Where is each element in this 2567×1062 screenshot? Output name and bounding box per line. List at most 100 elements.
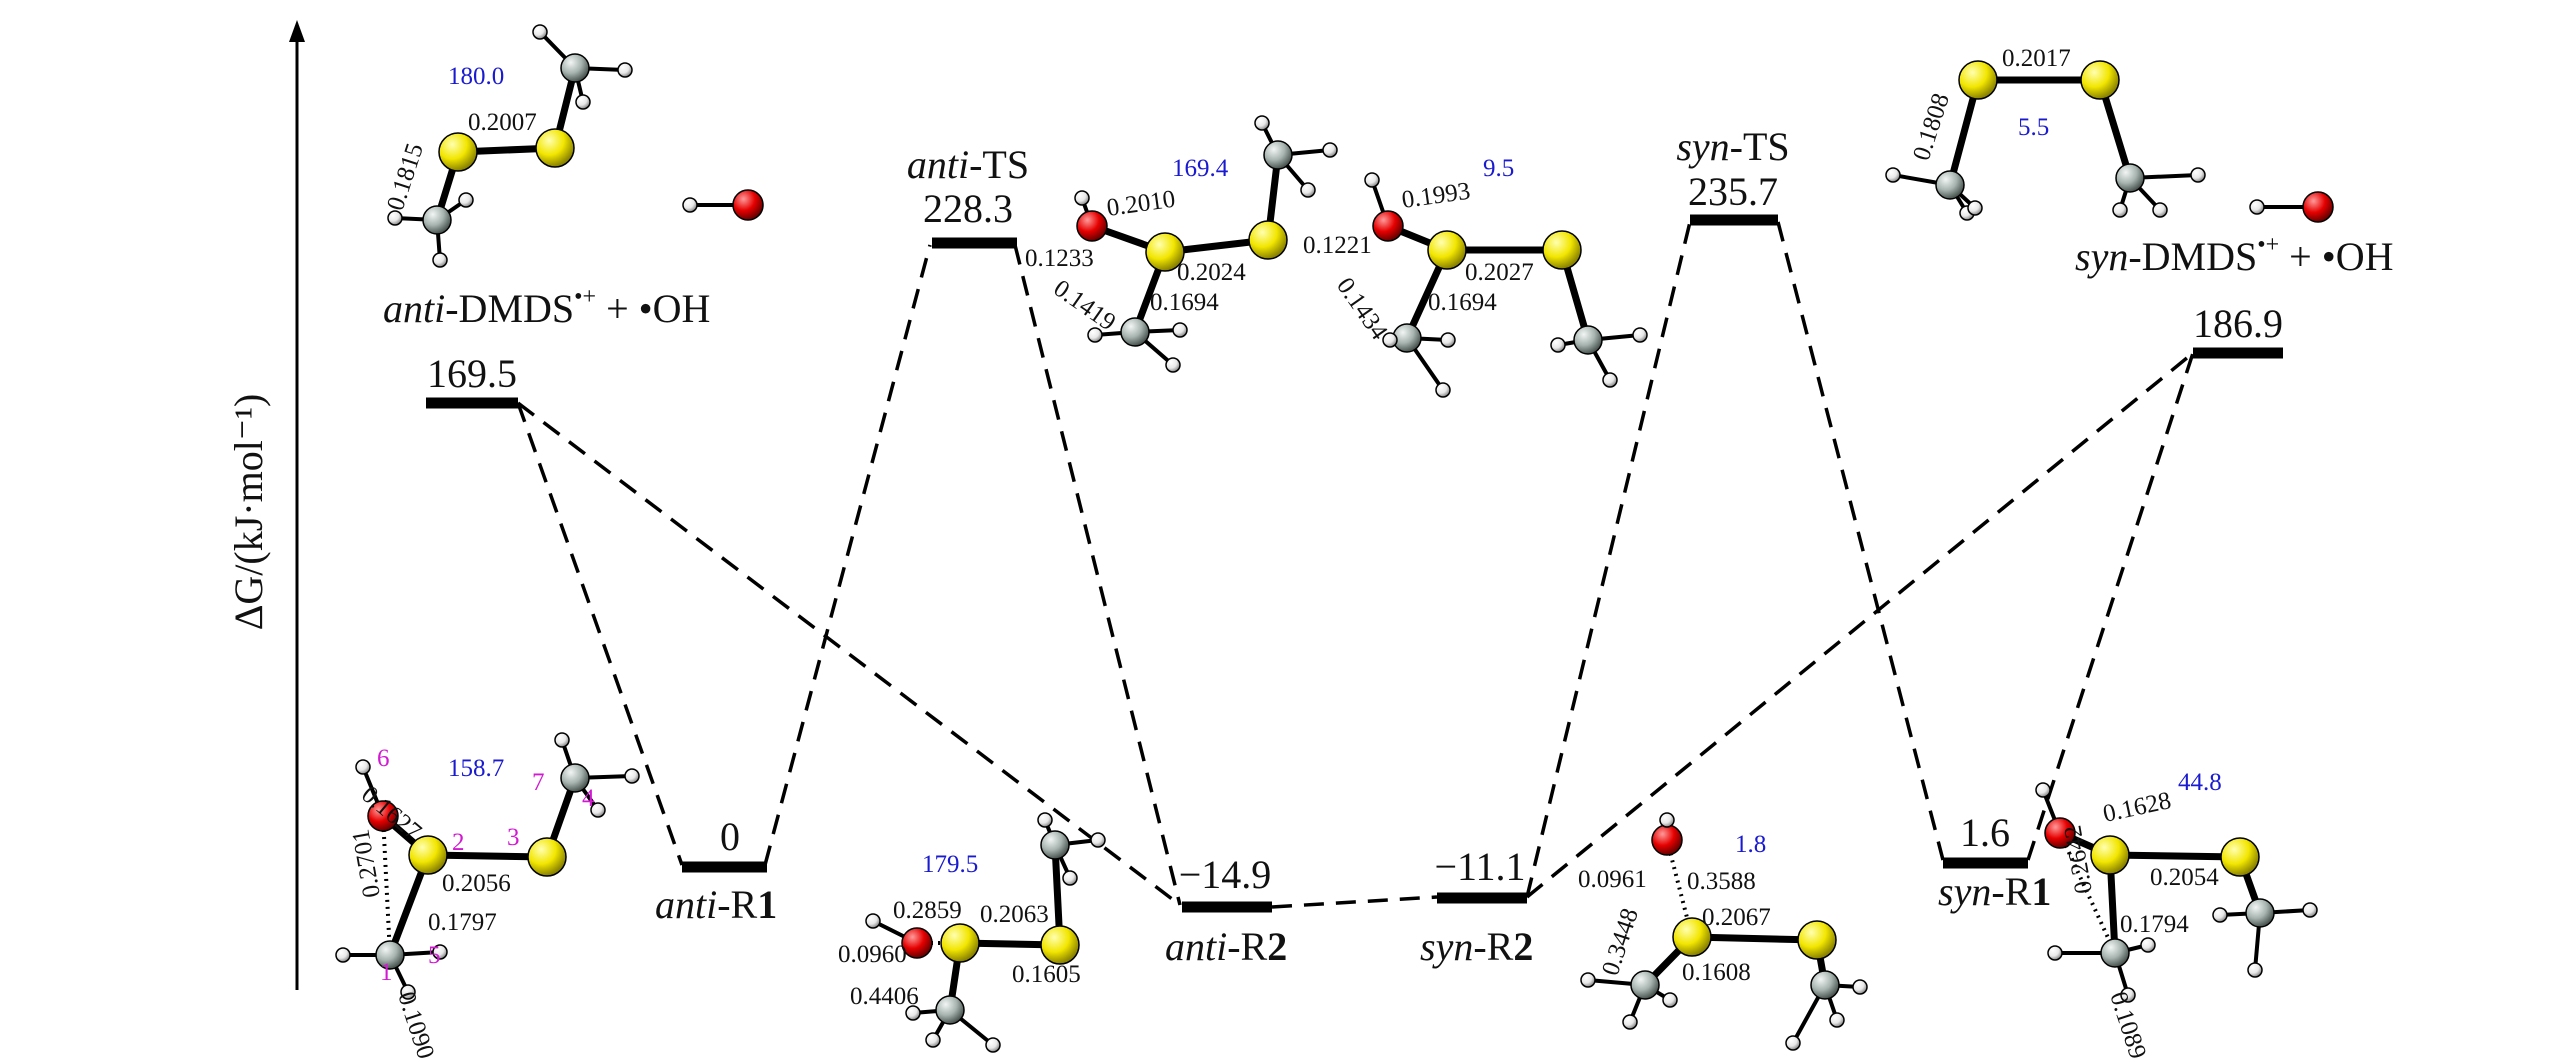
anti-r2-molecule-hydrogen-atom-5 <box>865 913 881 929</box>
anti-ts-sc-bond: 0.1694 <box>1150 289 1219 316</box>
anti-r2-molecule-hydrogen-atom-6 <box>905 1005 921 1021</box>
connector-lines <box>516 221 2195 909</box>
anti-ts-hc-bond: 0.1419 <box>1049 275 1121 337</box>
anti-r1-ch-bond: 0.1090 <box>392 989 439 1062</box>
anti-ts-dihedral: 169.4 <box>1172 155 1229 182</box>
syn-r2-molecule <box>1580 812 1868 1051</box>
anti-r2-molecule-hydrogen-atom-11 <box>1062 870 1078 886</box>
anti-r2-molecule-carbon-atom-4 <box>1040 830 1070 860</box>
syn-r1-molecule-hydrogen-atom-9 <box>2247 962 2263 978</box>
label-syn-react: syn-DMDS•+ + •OH <box>2075 232 2394 279</box>
anti-r1-atom-2: 2 <box>452 829 465 856</box>
y-axis: ΔG/(kJ·mol⁻¹) <box>226 20 305 990</box>
anti-r2-molecule-hydrogen-atom-10 <box>1090 832 1106 848</box>
syn-r1-dihedral: 44.8 <box>2178 769 2222 796</box>
y-axis-label: ΔG/(kJ·mol⁻¹) <box>226 394 271 631</box>
anti-ts-molecule-carbon-atom-4 <box>1263 140 1293 170</box>
anti-react-molecule-sulfur-atom-0 <box>438 132 478 172</box>
anti-ts-molecule-hydrogen-atom-7 <box>1165 357 1181 373</box>
value-anti-r1: 0 <box>720 814 740 859</box>
syn-react-oh-radical <box>2249 191 2334 223</box>
connector-anti-react-to-anti-r1 <box>516 402 684 866</box>
anti-r2-molecule <box>865 812 1106 1053</box>
anti-r2-molecule-carbon-atom-3 <box>935 995 965 1025</box>
value-syn-r1: 1.6 <box>1960 810 2010 855</box>
anti-r2-hc-bond: 0.4406 <box>850 983 919 1010</box>
anti-r1-molecule-hydrogen-atom-6 <box>335 947 351 963</box>
syn-r1-ch-bond: 0.1089 <box>2104 989 2151 1062</box>
anti-react-molecule-hydrogen-atom-5 <box>432 252 448 268</box>
anti-r1-atom-3: 3 <box>507 824 520 851</box>
syn-r1-molecule-hydrogen-atom-5 <box>2035 782 2051 798</box>
energy-levels <box>426 214 2283 913</box>
syn-r2-molecule-hydrogen-atom-9 <box>1785 1035 1801 1051</box>
anti-r1-ss-bond: 0.2056 <box>442 870 511 897</box>
anti-react-sc-bond: 0.1815 <box>382 140 429 214</box>
anti-r1-molecule-oxygen-atom-0 <box>367 800 399 832</box>
syn-r1-molecule-hydrogen-atom-8 <box>2140 937 2156 953</box>
anti-r1-molecule-hydrogen-atom-8 <box>432 944 448 960</box>
anti-r1-atom-4: 4 <box>582 785 595 812</box>
anti-react-oh-radical <box>682 189 764 221</box>
anti-react-molecule-carbon-atom-3 <box>560 53 590 83</box>
value-anti-ts: 228.3 <box>923 186 1013 231</box>
anti-r1-molecule <box>335 732 640 1000</box>
syn-ts-os-bond: 0.1993 <box>1400 178 1472 214</box>
syn-react-molecule-hydrogen-atom-7 <box>2112 202 2128 218</box>
syn-r1-molecule-hydrogen-atom-10 <box>2302 902 2318 918</box>
anti-r1-molecule-hydrogen-atom-5 <box>355 759 371 775</box>
syn-ts-molecule-hydrogen-atom-5 <box>1364 172 1380 188</box>
syn-ts-sc-bond: 0.1694 <box>1428 289 1497 316</box>
syn-r1-molecule-carbon-atom-3 <box>2100 938 2130 968</box>
syn-ts-molecule-hydrogen-atom-11 <box>1602 372 1618 388</box>
anti-ts-molecule-oxygen-atom-0 <box>1076 210 1108 242</box>
syn-r2-molecule-bond-0 <box>1688 933 1821 944</box>
anti-r2-oh-bond: 0.0960 <box>838 941 907 968</box>
syn-ts-molecule-hydrogen-atom-7 <box>1435 382 1451 398</box>
anti-ts-molecule-hydrogen-atom-5 <box>1074 190 1090 206</box>
syn-r2-molecule-carbon-atom-3 <box>1630 970 1660 1000</box>
anti-r1-atom-5: 5 <box>428 942 441 969</box>
syn-react-molecule <box>1885 60 2206 221</box>
connector-anti-ts-to-anti-r2 <box>1013 244 1182 906</box>
anti-r1-molecule-hydrogen-atom-7 <box>400 984 416 1000</box>
syn-r1-molecule <box>2035 782 2318 1003</box>
molecule-structures <box>335 24 2334 1053</box>
syn-ts-molecule-carbon-atom-4 <box>1573 325 1603 355</box>
syn-ts-molecule-hydrogen-atom-8 <box>1440 332 1456 348</box>
syn-r1-ss-bond: 0.2054 <box>2150 864 2219 891</box>
syn-r1-molecule-carbon-atom-4 <box>2245 898 2275 928</box>
anti-ts-molecule-hydrogen-atom-8 <box>1172 322 1188 338</box>
syn-r2-hc-bond: 0.3448 <box>1597 905 1644 979</box>
anti-ts-molecule-hydrogen-atom-6 <box>1087 327 1103 343</box>
syn-r2-sc-bond: 0.1608 <box>1682 959 1751 986</box>
syn-react-sc-bond: 0.1808 <box>1908 90 1955 164</box>
syn-r2-molecule-carbon-atom-4 <box>1810 970 1840 1000</box>
syn-r1-sc-bond: 0.1794 <box>2120 911 2189 938</box>
syn-r2-molecule-sulfur-atom-2 <box>1797 920 1837 960</box>
anti-r2-dihedral: 179.5 <box>922 851 978 878</box>
label-anti-r2: anti-R2 <box>1165 924 1287 969</box>
syn-ts-ss-bond: 0.2027 <box>1465 259 1534 286</box>
anti-r1-oc-bond: 0.2701 <box>347 827 386 899</box>
syn-r2-molecule-hydrogen-atom-8 <box>1662 992 1678 1008</box>
anti-r1-molecule-carbon-atom-3 <box>375 940 405 970</box>
syn-ts-molecule-hydrogen-atom-6 <box>1382 332 1398 348</box>
anti-r1-sc-bond: 0.1797 <box>428 909 497 936</box>
syn-ts-molecule-sulfur-atom-2 <box>1542 230 1582 270</box>
syn-r2-molecule-hydrogen-atom-11 <box>1829 1012 1845 1028</box>
label-anti-r1: anti-R1 <box>655 882 777 927</box>
anti-react-molecule-hydrogen-atom-6 <box>458 192 474 208</box>
anti-react-molecule-hydrogen-atom-8 <box>617 62 633 78</box>
anti-ts-molecule <box>1074 115 1338 373</box>
syn-r2-molecule-oxygen-atom-0 <box>1651 824 1683 856</box>
y-axis-arrowhead <box>289 20 305 42</box>
syn-r2-ss-bond: 0.2067 <box>1702 904 1771 931</box>
anti-ts-os-bond: 0.2010 <box>1105 186 1177 222</box>
connector-syn-ts-to-syn-r1 <box>1776 221 1945 861</box>
anti-react-dihedral: 180.0 <box>448 63 504 90</box>
syn-r1-molecule-bond-1 <box>2106 851 2244 861</box>
anti-ts-molecule-hydrogen-atom-9 <box>1254 115 1270 131</box>
anti-react-molecule-hydrogen-atom-4 <box>387 210 403 226</box>
syn-ts-molecule-oxygen-atom-0 <box>1372 210 1404 242</box>
